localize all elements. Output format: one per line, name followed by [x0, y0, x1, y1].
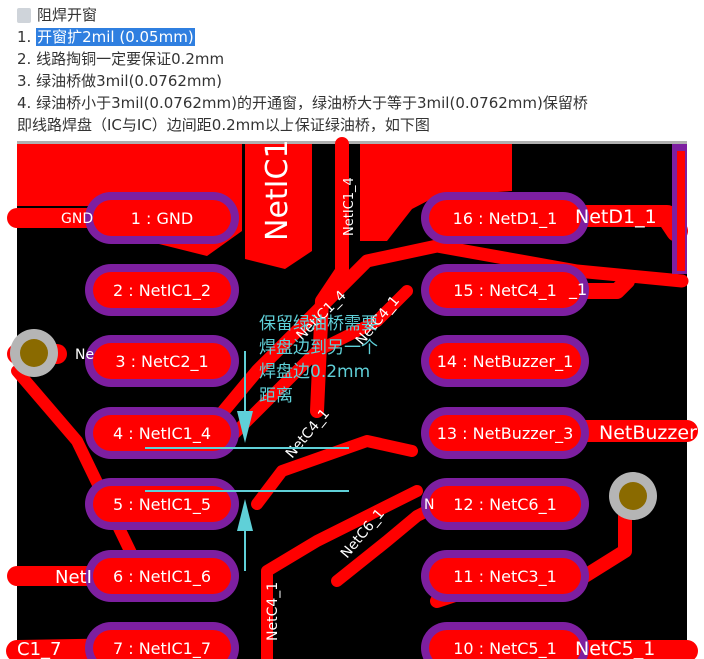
ne-left-label: Ne [75, 347, 94, 363]
rule-1-selected-text[interactable]: 开窗扩2mil (0.05mm) [36, 28, 195, 46]
gnd-left-label: GND [61, 211, 93, 227]
right-pad-label-6: 11 : NetC3_1 [453, 567, 557, 587]
rule-line-5: 即线路焊盘（IC与IC）边间距0.2mm以上保证绿油桥，如下图 [17, 116, 430, 134]
pcb-canvas: 1 : GND 2 : NetIC1_2 3 : NetC2_1 4 : NetIC1… [6, 123, 698, 659]
right-pad-label-5: 12 : NetC6_1 [453, 495, 557, 515]
left-pad-copper-1 [93, 200, 231, 236]
netd1-1-right-label: NetD1_1 [575, 206, 657, 228]
right-pad-7: 10 : NetC5_1 [421, 622, 589, 659]
left-pad-copper-2 [93, 272, 231, 308]
clearance-annotation: 保留绿油桥需要 焊盘边到另一个 焊盘边0.2mm 距离 [145, 314, 378, 571]
right-pad-label-3: 14 : NetBuzzer_1 [437, 352, 574, 372]
netic1-big-label: NetIC1_ [260, 123, 295, 241]
right-pad-4: 13 : NetBuzzer_3 [421, 407, 589, 459]
annotation-line-2: 焊盘边到另一个 [259, 338, 378, 358]
right-pad-5: 12 : NetC6_1 [421, 478, 589, 530]
arrow-up-icon [237, 499, 253, 571]
annotation-line-3: 焊盘边0.2mm [259, 362, 370, 382]
left-pad-4: 4 : NetIC1_4 [85, 407, 239, 459]
netc4-1-bottom-label: NetC4_1 [265, 582, 281, 641]
left-pad-copper-3 [93, 343, 231, 379]
rule-line-1: 1. 开窗扩2mil (0.05mm) [17, 26, 697, 48]
right-edge-copper [677, 151, 685, 271]
c1-7-left-label: C1_7 [17, 639, 61, 659]
left-pad-label-3: 3 : NetC2_1 [115, 352, 208, 372]
via-right [609, 472, 657, 520]
left-pad-2: 2 : NetIC1_2 [85, 264, 239, 316]
right-pad-label-1: 16 : NetD1_1 [453, 209, 558, 229]
right-pad-copper-5 [429, 486, 581, 522]
right-pad-label-2: 15 : NetC4_1 [453, 281, 557, 301]
left-pad-column: 1 : GND 2 : NetIC1_2 3 : NetC2_1 4 : NetIC1… [85, 192, 239, 659]
right-pad-copper-1 [429, 200, 581, 236]
right-pad-column: 16 : NetD1_1 15 : NetC4_1 14 : NetBuzzer_1… [421, 192, 589, 659]
left-pad-6: 6 : NetIC1_6 [85, 550, 239, 602]
right-pad-1: 16 : NetD1_1 [421, 192, 589, 244]
left-pad-5: 5 : NetIC1_5 [85, 478, 239, 530]
right-pad-label-4: 13 : NetBuzzer_3 [437, 424, 574, 444]
vias [10, 329, 657, 520]
left-pad-copper-6 [93, 558, 231, 594]
right-pad-copper-6 [429, 558, 581, 594]
via-left [10, 329, 58, 377]
left-pad-1: 1 : GND [85, 192, 239, 244]
left-diagonal-trace [11, 365, 153, 592]
right-pad-6: 11 : NetC3_1 [421, 550, 589, 602]
left-pad-label-6: 6 : NetIC1_6 [113, 567, 211, 587]
left-pad-label-7: 7 : NetIC1_7 [113, 639, 211, 659]
right-pad-3: 14 : NetBuzzer_1 [421, 335, 589, 387]
netbuzzer-right-label: NetBuzzer [599, 422, 697, 444]
netc5-1-right-label: NetC5_1 [575, 638, 655, 659]
netic1-4-diagonal-trace [226, 285, 413, 442]
right-pad-copper-4 [429, 415, 581, 451]
pcb-layout-figure: 1 : GND 2 : NetIC1_2 3 : NetC2_1 4 : NetIC1… [6, 123, 698, 659]
neti-left-label: NetI [55, 567, 92, 588]
left-pad-label-1: 1 : GND [131, 209, 193, 228]
left-pad-label-5: 5 : NetIC1_5 [113, 495, 211, 515]
left-pad-7: 7 : NetIC1_7 [85, 622, 239, 659]
rule-line-4: 4. 绿油桥小于3mil(0.0762mm)的开通窗，绿油桥大于等于3mil(0… [17, 94, 588, 112]
left-pad-3: 3 : NetC2_1 [85, 335, 239, 387]
document-title-line: 阻焊开窗 [17, 4, 697, 26]
annotation-line-4: 距离 [259, 386, 293, 406]
figure-top-border [17, 141, 687, 144]
net15-suffix-label: _1 [568, 280, 587, 300]
netc4-1-bottom-trace [261, 485, 423, 659]
rule-line-2: 2. 线路掏铜一定要保证0.2mm [17, 50, 225, 68]
netic1-copper-pour [245, 144, 312, 269]
top-right-copper-pour [360, 144, 512, 241]
left-pad-copper-4 [93, 415, 231, 451]
net12-prefix-label: N [424, 497, 434, 513]
netic1-5-trace [251, 435, 418, 510]
rule-1-prefix: 1. [17, 28, 37, 46]
left-pad-copper-5 [93, 486, 231, 522]
rule-line-3: 3. 绿油桥做3mil(0.0762mm) [17, 72, 222, 90]
right-pad-2: 15 : NetC4_1 [421, 264, 589, 316]
right-pad-copper-3 [429, 343, 581, 379]
left-pad-copper-7 [93, 630, 231, 659]
right-pad-label-7: 10 : NetC5_1 [453, 639, 557, 659]
right-pad-copper-2 [429, 272, 581, 308]
document-text: 阻焊开窗 1. 开窗扩2mil (0.05mm) 2. 线路掏铜一定要保证0.2… [17, 4, 697, 136]
document-title: 阻焊开窗 [37, 6, 98, 24]
arrow-down-icon [237, 351, 253, 443]
right-pad-copper-7 [429, 630, 581, 659]
left-pad-label-2: 2 : NetIC1_2 [113, 281, 211, 301]
netic1-4-vertical-label: NetIC1_4 [342, 177, 357, 236]
document-icon [17, 7, 31, 23]
annotation-line-1: 保留绿油桥需要 [259, 314, 378, 334]
net15-right-trace [569, 273, 635, 299]
left-pad-label-4: 4 : NetIC1_4 [113, 424, 211, 444]
